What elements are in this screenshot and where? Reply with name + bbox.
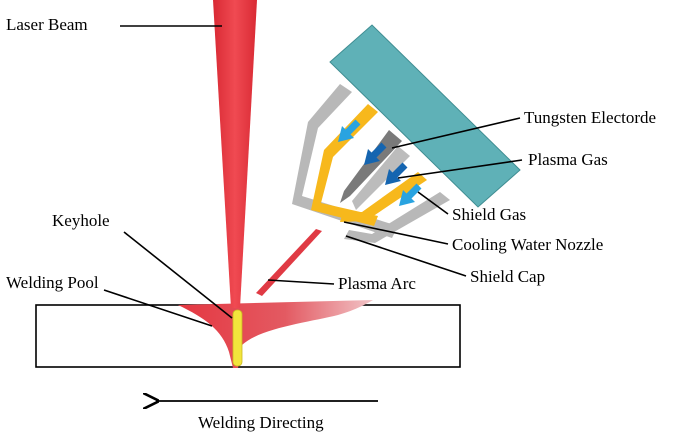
shield-gas-arrow-left-icon [338, 119, 361, 142]
welding-pool-shape [178, 300, 373, 368]
plasma-gas-label: Plasma Gas [528, 150, 608, 169]
plasma-gas-arrow-left-icon [364, 142, 387, 165]
plasma-arc-label: Plasma Arc [338, 274, 416, 293]
outer-shield-cap-right [344, 192, 450, 243]
plasma-gas-arrow-right-icon [385, 162, 408, 185]
nozzle-right [340, 172, 427, 222]
plasma-arc-shape [256, 229, 322, 296]
keyhole-shape [232, 309, 243, 367]
plasma-arc-leader [267, 279, 335, 285]
tungsten-electrode-leader [391, 117, 521, 149]
laser-beam-label: Laser Beam [6, 15, 88, 34]
keyhole-label: Keyhole [52, 211, 110, 230]
plasma-torch [292, 24, 521, 243]
shield-cap-leader [345, 235, 467, 277]
shield-gas-label: Shield Gas [452, 205, 526, 224]
welding-direction-label: Welding Directing [198, 413, 324, 432]
shield-gas-leader [417, 191, 449, 215]
torch-block [329, 24, 521, 208]
outer-shield-cap-left [292, 84, 398, 238]
nozzle-left [311, 104, 378, 226]
cooling-water-nozzle-label: Cooling Water Nozzle [452, 235, 603, 254]
shield-cap-label: Shield Cap [470, 267, 545, 286]
welding-pool-label: Welding Pool [6, 273, 99, 292]
inner-shield [352, 146, 410, 210]
cooling-water-nozzle-leader [343, 221, 449, 245]
tungsten-electrode-label: Tungsten Electorde [524, 108, 656, 127]
laser-beam-shape [213, 0, 257, 308]
welding-pool-leader [103, 289, 213, 327]
tungsten-electrode-shape [340, 130, 402, 203]
shield-gas-arrow-right-icon [399, 183, 422, 206]
keyhole-leader [123, 231, 233, 319]
plasma-gas-leader [397, 159, 523, 179]
